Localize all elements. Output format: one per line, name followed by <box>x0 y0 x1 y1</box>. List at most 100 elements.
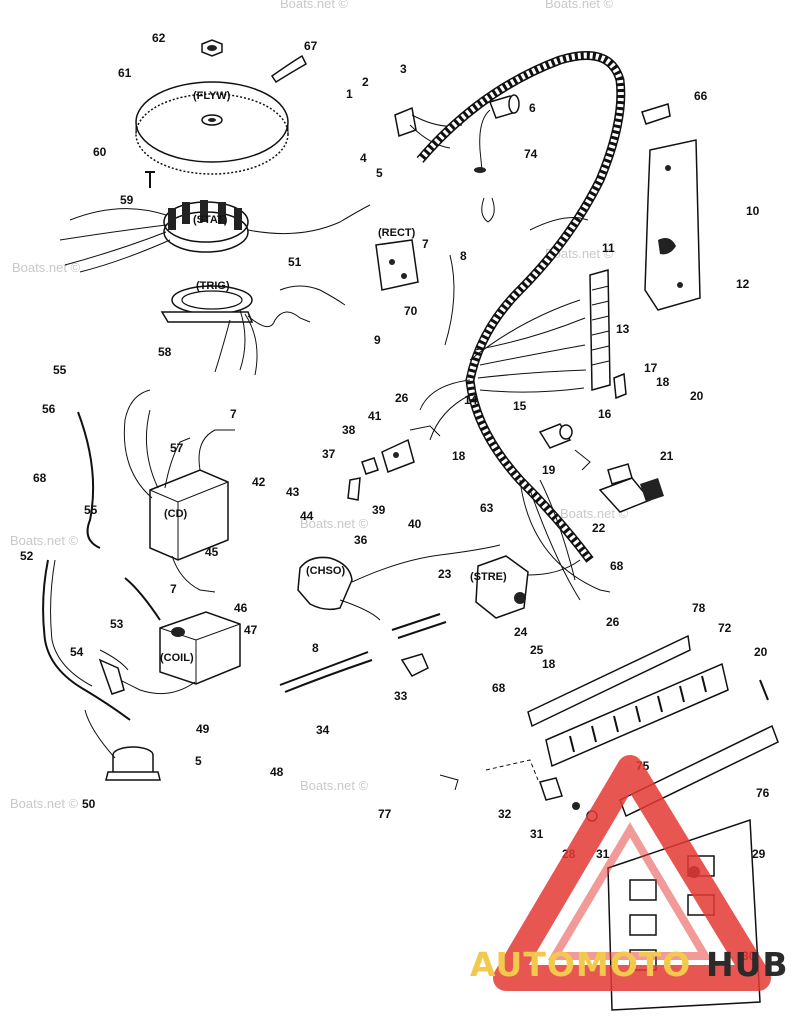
starter-solenoid-part <box>475 555 529 619</box>
flywheel-label: (FLYW) <box>193 90 231 102</box>
watermark: Boats.net © <box>10 533 79 548</box>
callout-number: 66 <box>694 89 708 103</box>
watermark: Boats.net © <box>12 260 81 275</box>
trigger-part <box>160 285 254 323</box>
callout-number: 26 <box>395 391 409 405</box>
key-switch-part <box>489 94 520 119</box>
callout-number: 52 <box>20 549 34 563</box>
callout-number: 72 <box>718 621 732 635</box>
watermark: Boats.net © <box>280 0 349 11</box>
callout-number: 68 <box>33 471 47 485</box>
key-part <box>270 54 307 84</box>
callout-number: 2 <box>362 75 369 89</box>
solenoid-bracket-part <box>381 438 415 473</box>
callout-number: 18 <box>452 449 466 463</box>
nut-part <box>201 39 223 57</box>
callout-number: 60 <box>93 145 107 159</box>
bulb-part <box>539 777 563 801</box>
callout-number: 7 <box>230 407 237 421</box>
trigger-label: (TRIG) <box>196 280 230 292</box>
callout-number: 42 <box>252 475 266 489</box>
callout-number: 4 <box>360 151 367 165</box>
strip-part <box>527 634 691 728</box>
callout-number: 43 <box>286 485 300 499</box>
coil-label: (COIL) <box>160 652 194 664</box>
callout-number: 59 <box>120 193 134 207</box>
callout-number: 50 <box>82 797 96 811</box>
stator-part <box>163 200 249 253</box>
callout-number: 5 <box>376 166 383 180</box>
watermark: Boats.net © <box>300 778 369 793</box>
callout-number: 32 <box>498 807 512 821</box>
callout-number: 37 <box>322 447 336 461</box>
flywheel-part <box>135 81 289 175</box>
callout-number: 29 <box>752 847 766 861</box>
callout-number: 14 <box>464 393 478 407</box>
callout-number: 11 <box>602 241 615 255</box>
callout-number: 5 <box>195 754 202 768</box>
callout-number: 16 <box>598 407 612 421</box>
callout-number: 8 <box>312 641 319 655</box>
callout-number: 9 <box>374 333 381 347</box>
callout-number: 46 <box>234 601 248 615</box>
horn-part <box>105 746 161 781</box>
callout-number: 57 <box>170 441 184 455</box>
rectifier-label: (RECT) <box>378 227 416 239</box>
callout-number: 15 <box>513 399 527 413</box>
callout-number: 62 <box>152 31 166 45</box>
callout-number: 56 <box>42 402 56 416</box>
callout-number: 26 <box>606 615 620 629</box>
callout-number: 47 <box>244 623 258 637</box>
callout-number: 63 <box>480 501 494 515</box>
callout-number: 44 <box>300 509 314 523</box>
callout-number: 3 <box>400 62 407 76</box>
callout-number: 55 <box>84 503 98 517</box>
callout-number: 68 <box>610 559 624 573</box>
bracket-part <box>644 139 701 311</box>
watermark: Boats.net © <box>300 516 369 531</box>
watermark: Boats.net © <box>545 0 614 11</box>
callout-number: 31 <box>530 827 544 841</box>
callout-number: 41 <box>368 409 382 423</box>
callout-number: 18 <box>656 375 670 389</box>
automotohub-logo <box>493 755 771 991</box>
brand-automoto: AUTOMOTO <box>470 945 691 984</box>
callout-number: 70 <box>404 304 418 318</box>
callout-number: 61 <box>118 66 132 80</box>
watermark: Boats.net © <box>545 246 614 261</box>
callout-number: 77 <box>378 807 392 821</box>
callout-number: 51 <box>288 255 302 269</box>
callout-number: 19 <box>542 463 556 477</box>
callout-number: 68 <box>492 681 506 695</box>
clip-part <box>641 103 671 125</box>
cd-module-label: (CD) <box>164 508 188 520</box>
callout-number: 13 <box>616 322 630 336</box>
terminal-block-part <box>545 662 729 768</box>
callout-number: 22 <box>592 521 606 535</box>
callout-number: 31 <box>596 847 610 861</box>
terminal-strip-part <box>589 269 611 391</box>
bolt-part <box>145 171 155 188</box>
callout-number: 67 <box>304 39 318 53</box>
rectifier-part <box>375 239 419 291</box>
brand-hub: HUB <box>706 945 789 984</box>
callout-number: 54 <box>70 645 84 659</box>
callout-number: 74 <box>524 147 538 161</box>
callout-number: 23 <box>438 567 452 581</box>
callout-number: 48 <box>270 765 284 779</box>
cd-module-part <box>149 469 229 561</box>
callout-number: 49 <box>196 722 210 736</box>
callout-number: 17 <box>644 361 658 375</box>
watermark: Boats.net © <box>560 506 629 521</box>
callout-number: 38 <box>342 423 356 437</box>
terminal-part <box>394 106 417 137</box>
callout-number: 53 <box>110 617 124 631</box>
spark-plug-cap-part <box>98 658 125 695</box>
callout-number: 7 <box>422 237 429 251</box>
callout-number: 55 <box>53 363 67 377</box>
callout-number: 10 <box>746 204 760 218</box>
switch-part <box>538 423 573 449</box>
callout-number: 1 <box>346 87 353 101</box>
starter-solenoid-label: (STRE) <box>470 571 507 583</box>
